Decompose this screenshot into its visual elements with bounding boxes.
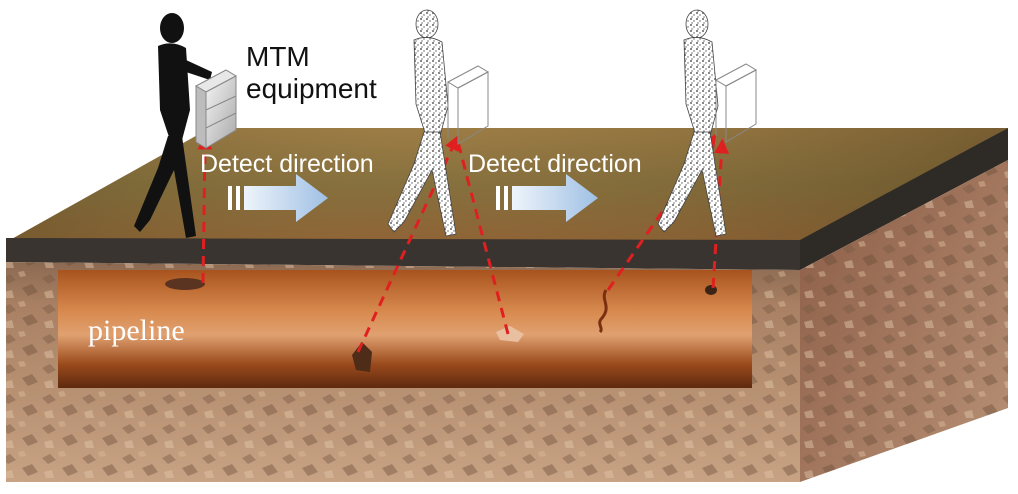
pipeline-body — [58, 270, 752, 388]
arrow-right-icon — [228, 174, 328, 222]
operator-dotted-icon — [387, 9, 457, 237]
defect-2 — [352, 342, 372, 372]
defect-4 — [598, 289, 608, 334]
pipeline-label: pipeline — [88, 314, 185, 347]
arrow-right-icon — [496, 174, 598, 222]
ground-surface-shade — [10, 128, 1008, 242]
gravel-edge-side — [800, 128, 1008, 270]
equipment-label-line2: equipment — [246, 73, 377, 104]
defect-5 — [705, 285, 717, 295]
detection-line-1 — [197, 134, 213, 284]
soil-side-texture — [800, 160, 1008, 482]
detect-direction-label-1: Detect direction — [200, 150, 374, 178]
mtm-device-icon — [194, 69, 238, 149]
mtm-device-ghost — [714, 63, 758, 143]
defect-3 — [496, 326, 524, 342]
detection-line-4 — [606, 133, 717, 291]
mtm-device-ghost — [446, 65, 490, 145]
operator-silhouette-icon — [134, 13, 212, 238]
equipment-label-line1: MTM — [246, 41, 310, 72]
operator-dotted-icon — [657, 9, 727, 237]
detect-direction-label-2: Detect direction — [468, 150, 642, 178]
defect-1 — [165, 278, 205, 290]
pipeline: pipeline — [58, 270, 752, 388]
